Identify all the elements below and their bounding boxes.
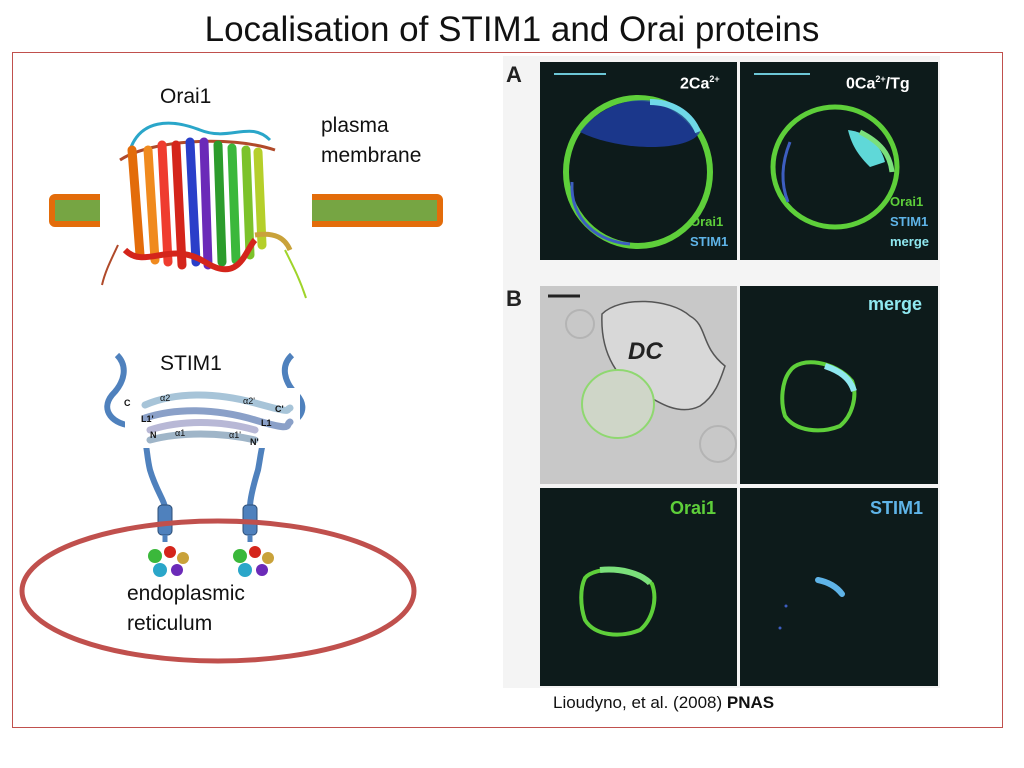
panel-b-letter: B	[506, 286, 522, 311]
stim1-structure-icon	[141, 391, 294, 444]
schematic-diagram	[19, 118, 443, 664]
panel-b4-stim1-image: STIM1	[740, 488, 938, 686]
panel-a2-condition-sup: 2+	[875, 74, 886, 84]
panel-b2-merge-label: merge	[868, 294, 923, 314]
panel-a2-condition-suffix: /Tg	[885, 75, 910, 93]
panel-a-letter: A	[506, 62, 522, 87]
stim1-luminal-domain-right-icon	[228, 542, 276, 580]
panel-b3-orai1-label: Orai1	[670, 498, 717, 518]
panel-a1-image: 2Ca2+ Orai1 STIM1	[540, 62, 737, 260]
er-label-line1: endoplasmic	[127, 582, 245, 605]
citation: Lioudyno, et al. (2008) PNAS	[553, 693, 774, 713]
er-oval	[19, 518, 417, 664]
stim-label-n-right: N'	[250, 437, 259, 447]
stim1-tm-left	[157, 504, 173, 536]
plasma-membrane-label-line2: membrane	[321, 144, 422, 167]
content-frame	[12, 52, 1003, 728]
panel-a1-condition: 2Ca2+	[680, 74, 720, 93]
panel-b3-cell	[579, 566, 657, 637]
stim-label-alpha1-left: α1	[175, 428, 186, 438]
citation-authors: Lioudyno, et al. (2008)	[553, 693, 727, 712]
panel-b1-dc-label: DC	[628, 338, 663, 365]
stim-label-c-left: C	[124, 398, 131, 408]
panel-a2-condition: 0Ca2+/Tg	[846, 74, 910, 93]
plasma-membrane-label-line1: plasma	[321, 114, 389, 137]
stim1-luminal-domain-left-icon	[143, 542, 191, 580]
panel-a1-condition-prefix: 2Ca	[680, 75, 710, 93]
panel-a1-legend-stim1: STIM1	[690, 234, 729, 249]
panel-a1-condition-sup: 2+	[709, 74, 720, 84]
panel-a2-legend-orai1: Orai1	[890, 194, 924, 209]
panel-a2-legend-merge: merge	[890, 234, 930, 249]
panel-a2-cell	[754, 73, 900, 230]
stim1-label: STIM1	[160, 352, 222, 375]
panel-b2-cell	[780, 360, 857, 433]
panel-b2-merge-image: merge	[740, 286, 938, 484]
stim-label-alpha2-right: α2'	[243, 396, 255, 406]
panel-a1-cell	[554, 73, 713, 249]
panel-a2-image: 0Ca2+/Tg Orai1 STIM1 merge	[740, 62, 938, 260]
panel-a2-legend-stim1: STIM1	[890, 214, 929, 229]
stim-label-alpha2-left: α2	[160, 393, 171, 403]
stim-label-l1-right: L1	[261, 418, 272, 428]
panel-a1-legend-orai1: Orai1	[690, 214, 724, 229]
panel-b1-brightfield-image: DC	[540, 286, 737, 484]
orai1-structure-icon	[101, 121, 307, 299]
panel-b3-orai1-image: Orai1	[540, 488, 737, 686]
citation-journal: PNAS	[726, 693, 775, 712]
stim-label-alpha1-right: α1'	[229, 430, 241, 440]
panel-b4-cell	[778, 577, 845, 630]
panel-b4-stim1-label: STIM1	[870, 498, 924, 518]
panel-b1-cells	[548, 294, 737, 463]
stim-label-n-left: N	[150, 430, 157, 440]
stim-label-c-right: C'	[275, 404, 284, 414]
stim-label-l1-left: L1'	[141, 414, 154, 424]
orai1-label: Orai1	[160, 85, 212, 108]
er-label-line2: reticulum	[127, 612, 213, 635]
panel-a2-condition-prefix: 0Ca	[846, 75, 876, 93]
slide-title: Localisation of STIM1 and Orai proteins	[204, 10, 820, 49]
